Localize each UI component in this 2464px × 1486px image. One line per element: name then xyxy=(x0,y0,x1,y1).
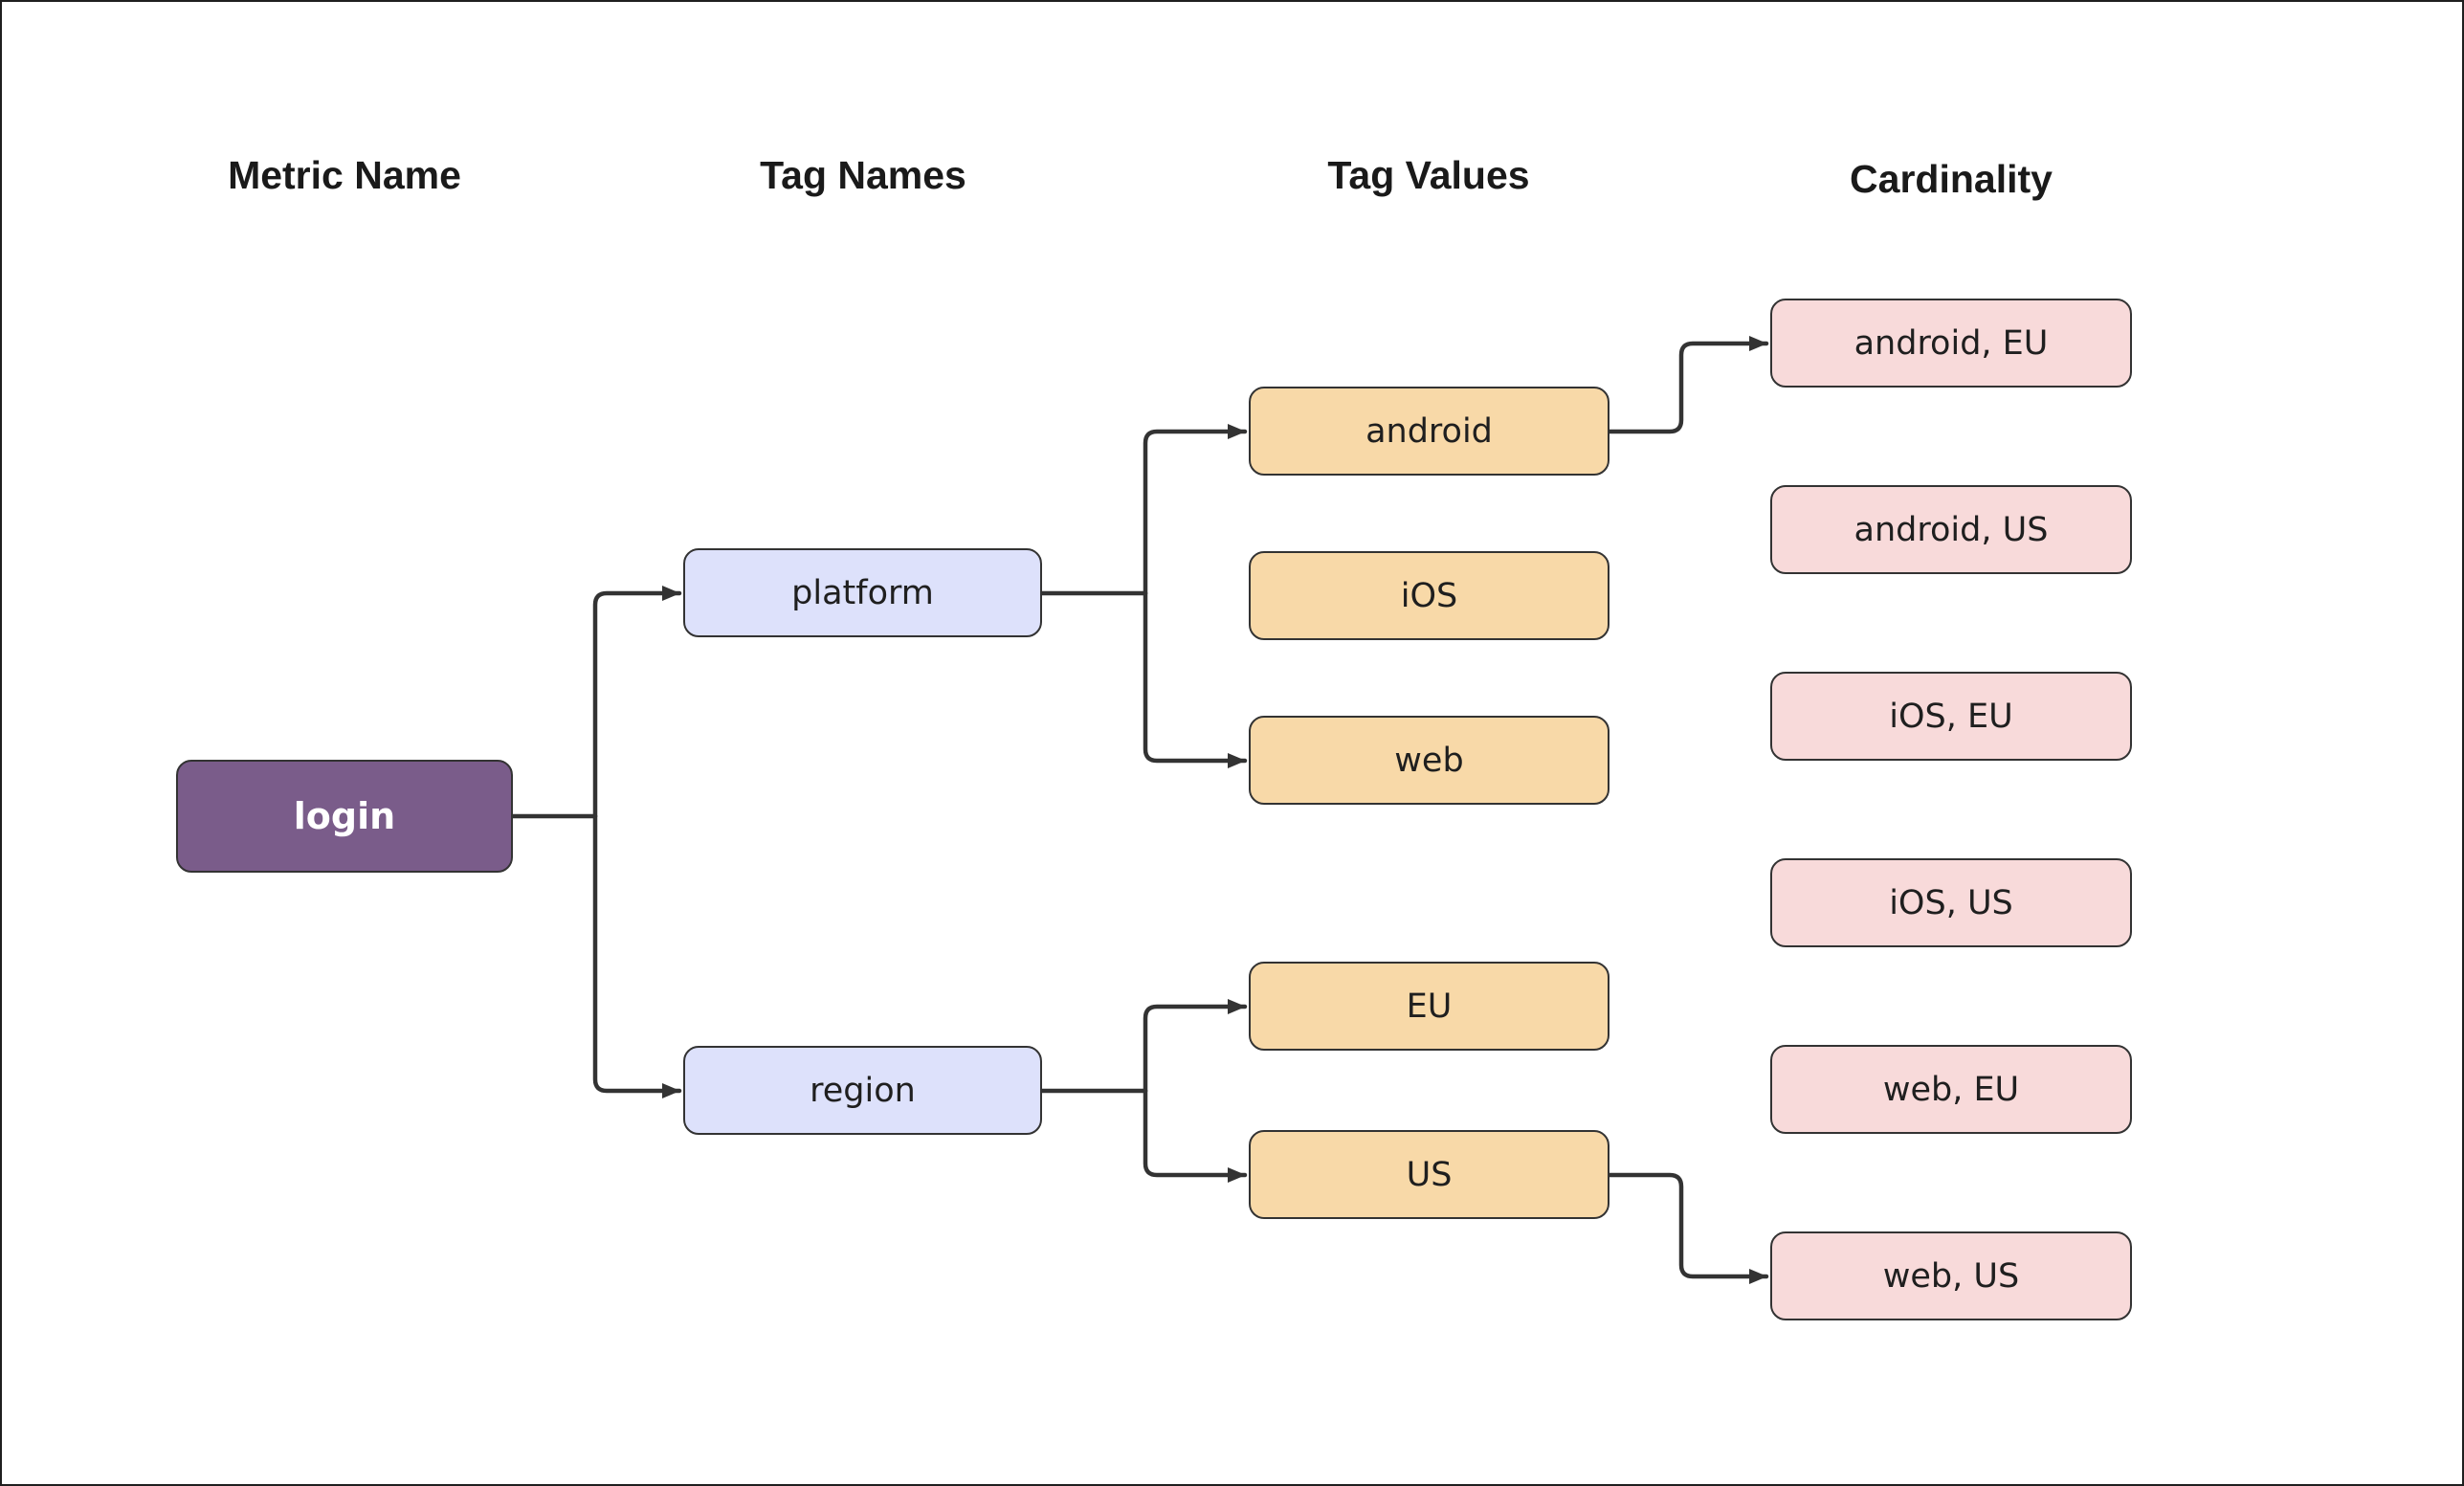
node-us: US xyxy=(1249,1130,1609,1219)
edge-region-eu xyxy=(1143,999,1248,1094)
node-android-eu: android, EU xyxy=(1770,299,2132,388)
node-ios-eu: iOS, EU xyxy=(1770,672,2132,761)
node-ios-us: iOS, US xyxy=(1770,858,2132,947)
node-web-eu: web, EU xyxy=(1770,1045,2132,1134)
node-login: login xyxy=(176,760,513,873)
edge-login-region xyxy=(592,813,682,1098)
edge-platform-web xyxy=(1143,590,1248,768)
node-ios: iOS xyxy=(1249,551,1609,640)
node-eu: EU xyxy=(1249,962,1609,1051)
node-web: web xyxy=(1249,716,1609,805)
node-platform: platform xyxy=(683,548,1042,637)
edge-platform-android xyxy=(1143,424,1248,596)
column-header-metric-name: Metric Name xyxy=(228,153,461,197)
edge-region-us xyxy=(1143,1088,1248,1183)
node-android-us: android, US xyxy=(1770,485,2132,574)
edge-us-web-us xyxy=(1607,1172,1769,1284)
node-region: region xyxy=(683,1046,1042,1135)
column-header-cardinality: Cardinality xyxy=(1850,157,2053,201)
node-web-us: web, US xyxy=(1770,1231,2132,1320)
node-android: android xyxy=(1249,387,1609,476)
column-header-tag-values: Tag Values xyxy=(1327,153,1530,197)
edge-login-platform xyxy=(592,586,682,819)
edge-android-android-eu xyxy=(1607,336,1769,434)
column-header-tag-names: Tag Names xyxy=(760,153,966,197)
